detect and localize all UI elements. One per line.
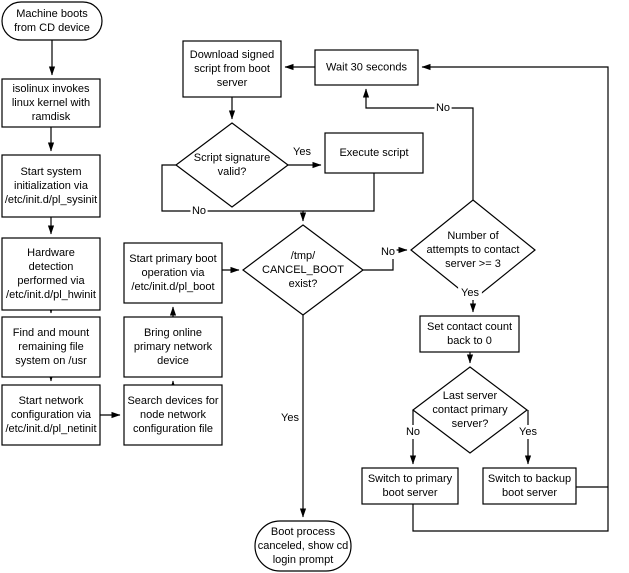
process-shape (482, 467, 577, 505)
edge-label-backdrop (516, 425, 540, 439)
edge-label-backdrop (379, 245, 397, 259)
edges-layer (47, 40, 609, 532)
edge-primary-back-to-wait (412, 63, 609, 532)
edge-label-text: Yes (519, 426, 537, 438)
process-shape (1, 154, 101, 218)
edge-label-text: No (436, 102, 450, 114)
process-shape (182, 40, 282, 98)
process-shape (123, 316, 223, 378)
node-label: Wait 30 seconds (326, 61, 407, 73)
edge-label-backdrop (434, 101, 452, 115)
edge-label-sig_no: No (190, 204, 208, 218)
edge-label-backdrop (458, 286, 482, 300)
process-shape (324, 132, 424, 174)
edge-label-last_yes: Yes (516, 425, 540, 439)
process-shape (123, 384, 223, 446)
edge-label-backdrop (278, 411, 302, 425)
node-label: Execute script (339, 147, 408, 159)
edge-label-text: Yes (293, 146, 311, 158)
edge-execute-to-cancelboot-join (303, 173, 375, 212)
decision-shape (242, 224, 364, 316)
edge-label-cancel_yes: Yes (278, 411, 302, 425)
edge-label-text: No (192, 205, 206, 217)
edge-label-sig_yes: Yes (290, 145, 314, 159)
edge-label-attempts_no: No (434, 101, 452, 115)
process-shape (1, 78, 101, 128)
edge-label-backdrop (190, 204, 208, 218)
edge-cancelboot-no-attempts (363, 246, 408, 271)
process-shape (419, 315, 520, 353)
decision-shape (412, 366, 528, 454)
process-shape (1, 316, 101, 378)
edge-label-cancel_no: No (379, 245, 397, 259)
process-shape (1, 237, 101, 311)
decision-shape (175, 122, 289, 208)
edge-label-text: No (406, 426, 420, 438)
edge-label-backdrop (290, 145, 314, 159)
node-wait30: Wait 30 seconds (314, 49, 419, 86)
edge-label-last_no: No (404, 425, 422, 439)
terminator-shape (254, 520, 352, 572)
node-execute_script: Execute script (324, 132, 424, 174)
edge-label-attempts_yes: Yes (458, 286, 482, 300)
process-shape (1, 384, 101, 446)
edge-label-text: Yes (461, 287, 479, 299)
edge-sigvalid-no-cancelboot (161, 164, 307, 222)
terminator-shape (1, 1, 103, 41)
process-shape (314, 49, 419, 86)
process-shape (123, 242, 223, 304)
edge-label-backdrop (404, 425, 422, 439)
edge-label-text: No (381, 246, 395, 258)
edge-attempts-no-wait (362, 88, 474, 200)
process-shape (361, 467, 459, 505)
edge-label-text: Yes (281, 412, 299, 424)
